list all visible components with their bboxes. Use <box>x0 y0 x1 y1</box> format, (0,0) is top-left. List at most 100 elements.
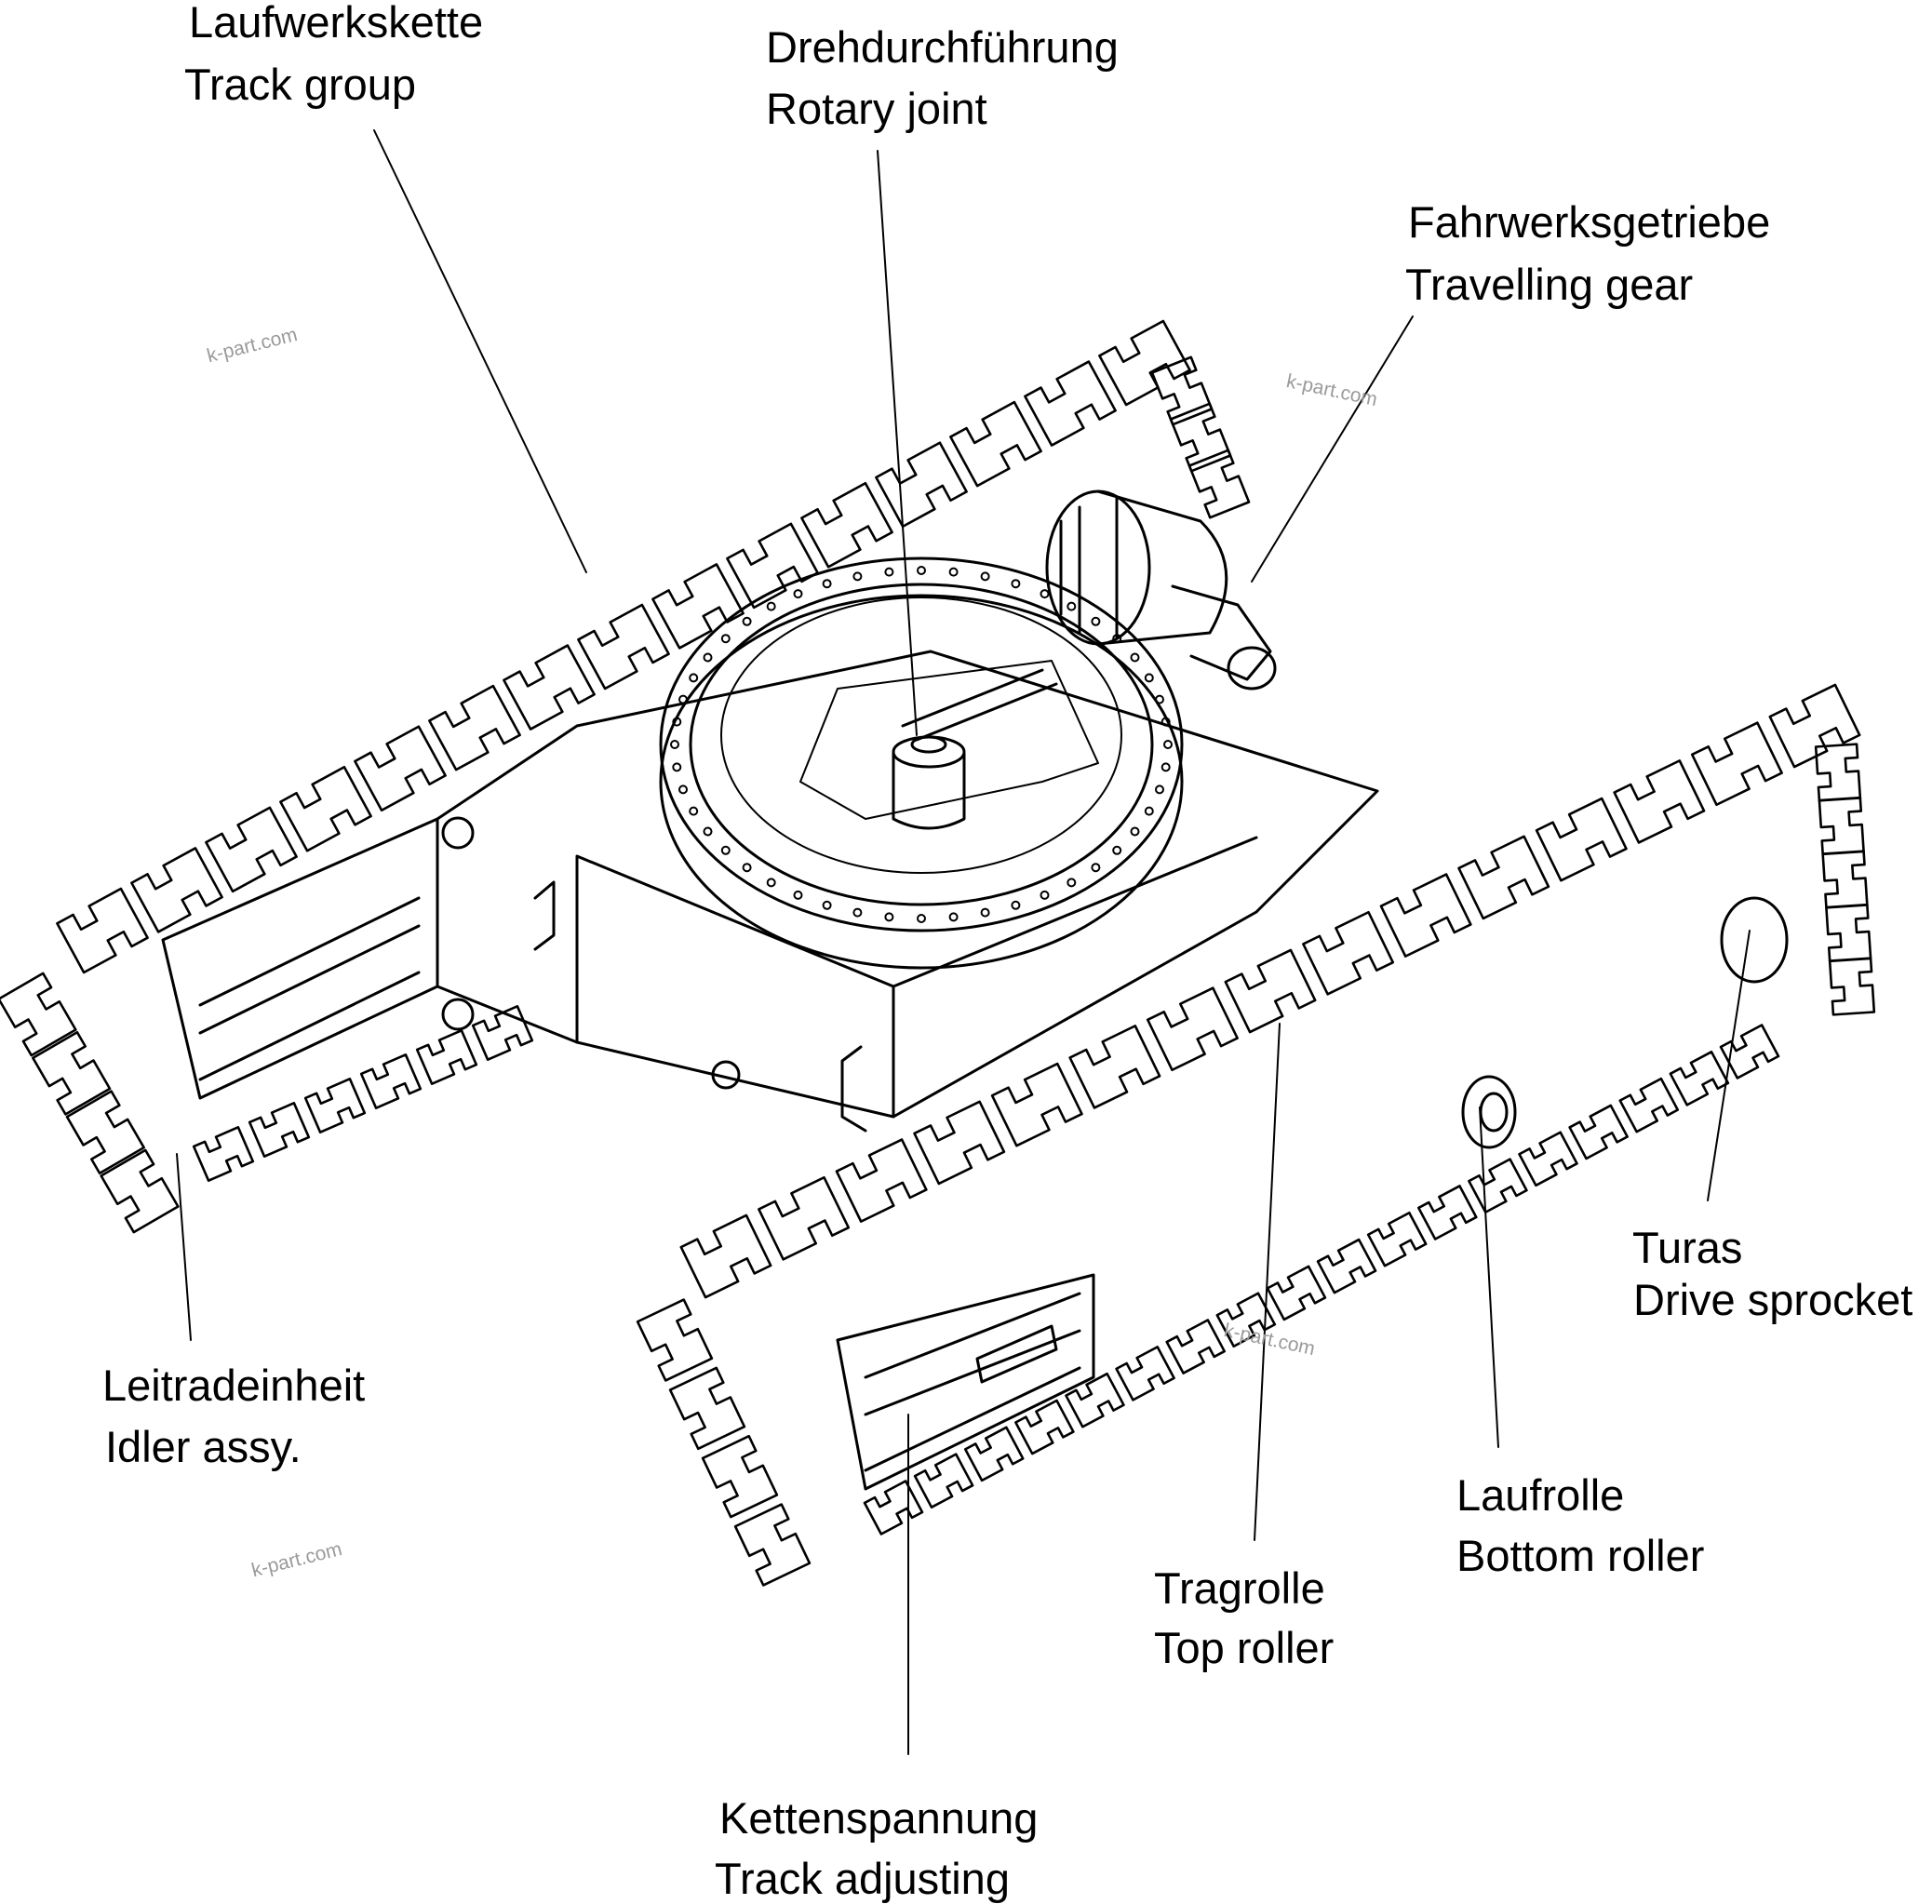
ring-bolt-hole <box>1155 694 1164 704</box>
travelling-gear-part <box>1045 489 1277 691</box>
right-track-rear-shoe-5 <box>1828 957 1876 1016</box>
slewing-ring-bolts <box>670 566 1173 923</box>
ring-bolt-hole <box>1091 616 1101 626</box>
rotary-joint-part <box>799 660 1099 830</box>
left-track-rear-shoe-3 <box>1187 449 1251 519</box>
frame-plug <box>711 1060 741 1090</box>
leader-idler <box>176 1153 192 1341</box>
right-track-top-shoe-10 <box>1379 873 1472 958</box>
left-track-bottom-shoe-6 <box>471 1005 534 1061</box>
left-track-bottom-shoe-1 <box>192 1126 255 1182</box>
track-adjusting-label-de: Kettenspannung <box>719 1793 1039 1843</box>
ring-bolt-hole <box>1144 806 1154 816</box>
ring-bolt-hole <box>678 784 688 795</box>
right-track-top-shoe-7 <box>1146 986 1239 1072</box>
ring-bolt-hole <box>703 652 713 663</box>
right-track-top-shoe-15 <box>1768 683 1861 769</box>
bottom-roller-label-en: Bottom roller <box>1456 1531 1705 1580</box>
ring-bolt-hole <box>980 907 990 918</box>
ring-bolt-hole <box>1011 900 1021 910</box>
right-track-rear-shoe-3 <box>1821 850 1869 909</box>
left-track-top-shoe-13 <box>949 400 1042 488</box>
left-track-top-shoe-11 <box>800 481 893 569</box>
left-track-end-shoe-3 <box>65 1090 145 1175</box>
ring-bolt-hole <box>670 740 679 749</box>
drive-sprocket-label-de: Turas <box>1632 1223 1743 1272</box>
left-track-top-shoe-3 <box>205 806 298 893</box>
ring-bolt-hole <box>1144 673 1154 683</box>
ring-bolt-hole <box>689 806 699 816</box>
travelling-gear-label-en: Travelling gear <box>1405 260 1694 309</box>
ring-bolt-hole <box>884 912 894 922</box>
track-group-label-de: Laufwerkskette <box>189 0 484 47</box>
right-track-bottom-shoe-13 <box>1468 1158 1528 1213</box>
leader-track-group <box>373 129 587 573</box>
left-track-top-shoe-12 <box>875 441 968 529</box>
left-track-bottom-shoe-5 <box>415 1029 478 1085</box>
right-track-bottom-shoe-7 <box>1165 1319 1227 1374</box>
right-track-top-shoe-12 <box>1535 797 1628 882</box>
right-track-bottom-shoe-6 <box>1115 1346 1175 1401</box>
right-track-bottom-shoe-1 <box>863 1480 924 1535</box>
ring-bolt-hole <box>1161 762 1171 772</box>
bottom-roller-part <box>1461 1075 1517 1149</box>
ring-bolt-hole <box>1040 890 1050 900</box>
right-track-end-shoe-4 <box>733 1503 812 1587</box>
carbody-frame <box>436 650 1379 1119</box>
right-track-top-shoe-9 <box>1302 910 1395 996</box>
right-track-rear-shoe-4 <box>1825 903 1872 963</box>
carbody-bracket-right <box>840 1045 867 1133</box>
right-track-top-shoe-11 <box>1457 835 1550 920</box>
right-track-bottom-shoe-2 <box>913 1453 974 1508</box>
right-track-rear-shoe-2 <box>1818 796 1865 856</box>
right-track-bottom-shoe-16 <box>1618 1077 1680 1133</box>
right-track-bottom-shoe-18 <box>1719 1024 1780 1079</box>
ring-bolt-hole <box>742 616 752 626</box>
left-track-bottom-shoe-4 <box>359 1053 423 1109</box>
right-track-bottom-shoe-17 <box>1669 1051 1730 1106</box>
carbody-bracket-left <box>533 880 556 951</box>
left-track-bottom-shoe-3 <box>303 1078 367 1133</box>
ring-bolt-hole <box>678 694 688 704</box>
ring-bolt-hole <box>672 717 682 727</box>
ring-bolt-hole <box>672 762 682 772</box>
ring-bolt-hole <box>1163 740 1173 749</box>
left-track-top-shoe-7 <box>503 644 596 731</box>
ring-bolt-hole <box>1040 589 1050 599</box>
ring-bolt-hole <box>1067 601 1077 611</box>
right-track-end-shoe-3 <box>701 1434 779 1519</box>
right-track-bottom-shoe-14 <box>1518 1131 1578 1187</box>
ring-bolt-hole <box>1155 784 1164 795</box>
left-track-top-shoe-1 <box>56 887 149 974</box>
ring-bolt-hole <box>948 912 959 922</box>
ring-bolt-hole <box>1112 845 1122 855</box>
drive-sprocket-label-en: Drive sprocket <box>1633 1275 1913 1324</box>
ring-bolt-hole <box>793 890 803 900</box>
frame-bolt-2 <box>441 998 475 1031</box>
track-group-label-en: Track group <box>184 60 417 109</box>
ring-bolt-hole <box>766 878 776 888</box>
rotary-joint-label-en: Rotary joint <box>766 84 987 133</box>
right-track-frame <box>836 1273 1095 1491</box>
left-track-bottom-shoe-2 <box>248 1102 311 1158</box>
ring-bolt-hole <box>720 845 731 855</box>
ring-bolt-hole <box>1130 652 1140 663</box>
right-track-bottom-shoe-9 <box>1266 1265 1327 1321</box>
right-track-bottom-shoe-5 <box>1065 1372 1125 1428</box>
right-track-end-shoe-1 <box>636 1298 714 1382</box>
left-track-top-shoe-5 <box>354 725 447 812</box>
right-track-bottom-shoe-11 <box>1366 1211 1428 1267</box>
leader-travelling-gear <box>1251 315 1414 583</box>
travelling-gear-label-de: Fahrwerksgetriebe <box>1408 197 1771 247</box>
right-track-top-shoe-3 <box>835 1138 928 1223</box>
left-track-top-shoe-14 <box>1024 360 1117 447</box>
leader-top-roller <box>1254 1023 1281 1541</box>
ring-bolt-hole <box>917 914 926 923</box>
ring-bolt-hole <box>917 566 926 575</box>
leader-rotary-joint <box>877 150 918 736</box>
ring-bolt-hole <box>822 900 832 910</box>
ring-bolt-hole <box>720 634 731 644</box>
ring-bolt-hole <box>822 579 832 589</box>
bottom-roller-label-de: Laufrolle <box>1456 1470 1625 1520</box>
top-roller-label-de: Tragrolle <box>1154 1563 1325 1613</box>
